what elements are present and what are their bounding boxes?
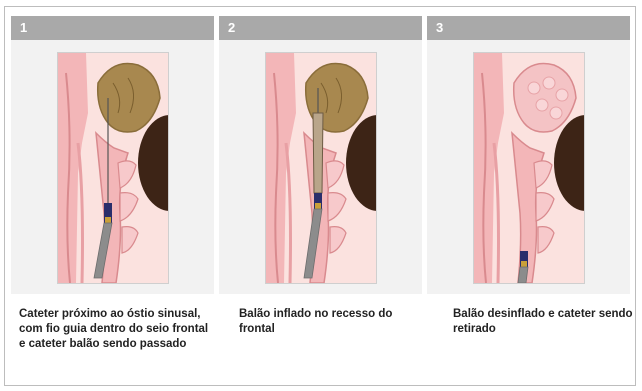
sinus-illustration-2 [265, 52, 377, 284]
step-caption-3: Balão desinflado e cateter sendo retirad… [453, 307, 642, 337]
sinus-illustration-3 [473, 52, 585, 284]
step-panel-2: 2 [219, 16, 422, 294]
inflated-balloon [313, 113, 323, 193]
figure-frame: 1 2 [4, 6, 636, 386]
step-panel-3: 3 [427, 16, 630, 294]
step-caption-1: Cateter próximo ao óstio sinusal, com fi… [19, 307, 209, 352]
sinus-illustration-1 [57, 52, 169, 284]
step-panel-1: 1 [11, 16, 214, 294]
step-number-1: 1 [11, 16, 214, 40]
step-number-3: 3 [427, 16, 630, 40]
step-number-2: 2 [219, 16, 422, 40]
step-caption-2: Balão inflado no recesso do frontal [239, 307, 429, 337]
